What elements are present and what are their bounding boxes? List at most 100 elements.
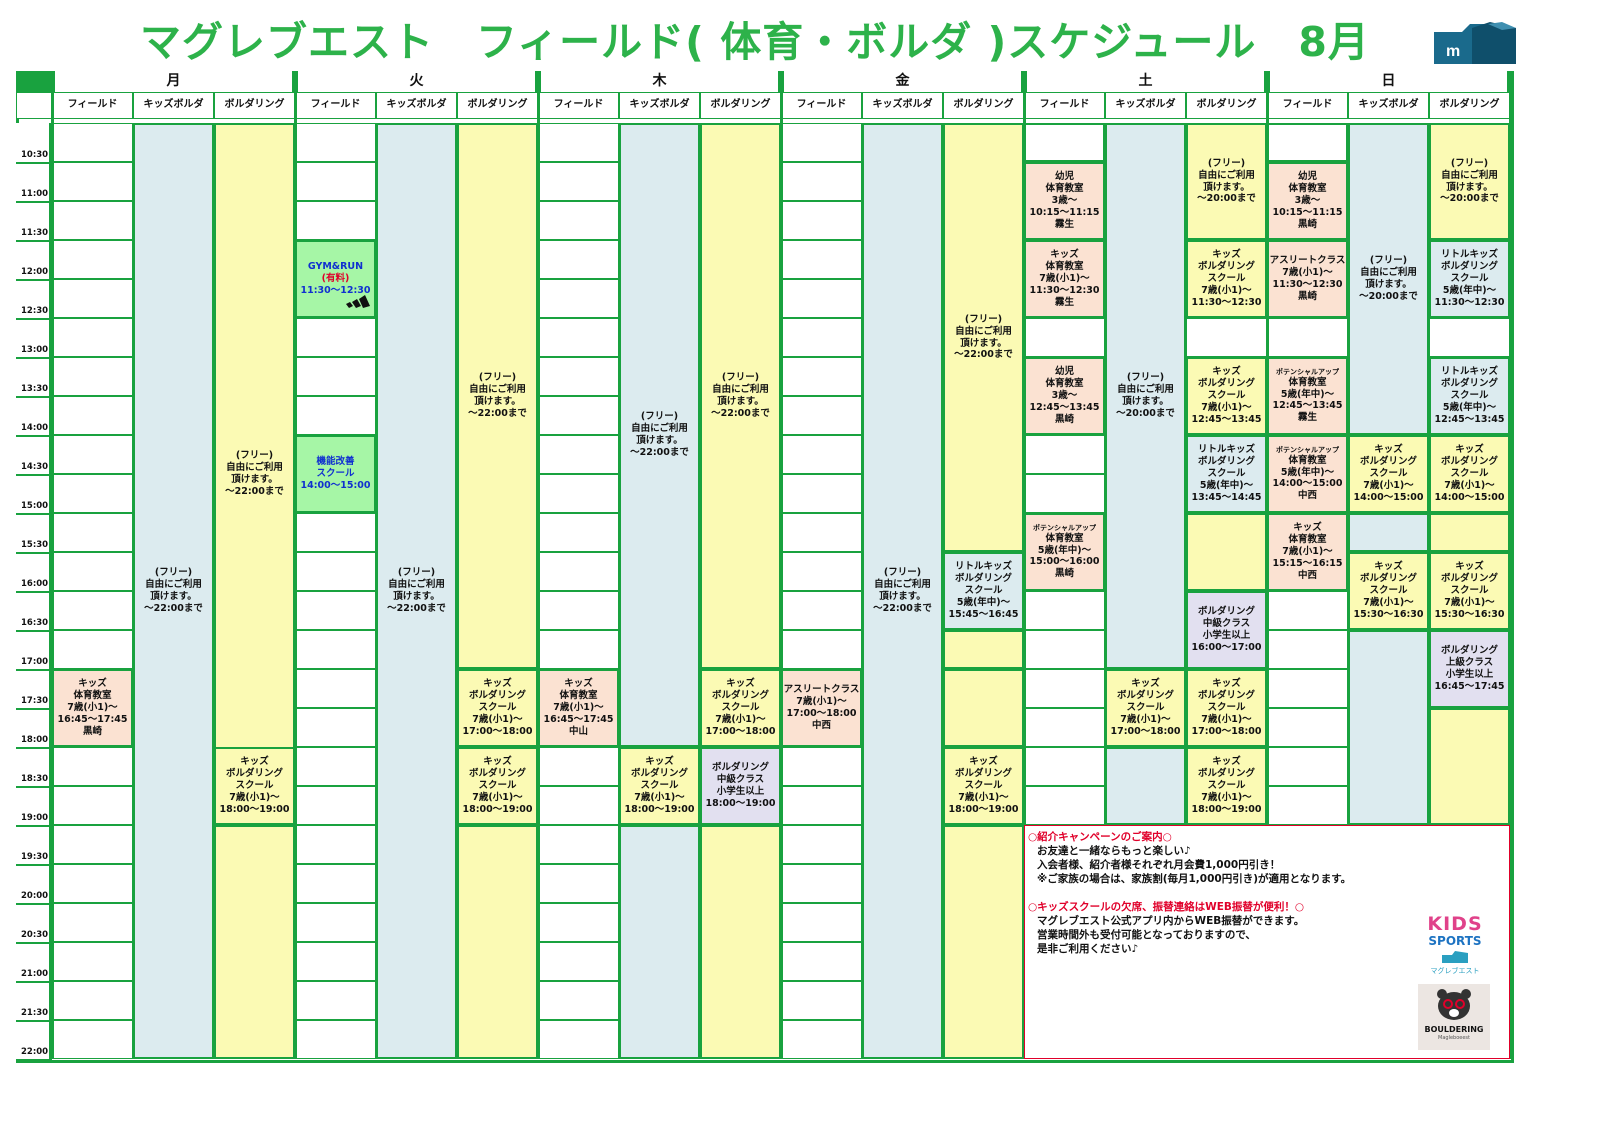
- event-line: 17:00～18:00: [705, 725, 776, 737]
- magleb-logo: m: [1434, 22, 1516, 64]
- event-line: 10:15～11:15: [1029, 206, 1100, 218]
- event-line: 5歳(年中)～: [1199, 479, 1254, 491]
- event-line: 黒崎: [1297, 218, 1317, 230]
- event-line: 15:45～16:45: [948, 608, 1019, 620]
- event-line: キッズ: [1374, 444, 1403, 456]
- empty-slot: [1267, 786, 1348, 825]
- empty-slot: [1267, 630, 1348, 669]
- day-header-3: 金: [781, 71, 1024, 92]
- empty-slot: [52, 1020, 133, 1059]
- time-label: 19:00: [21, 813, 49, 823]
- event-line: 16:45～17:45: [1434, 680, 1505, 692]
- empty-slot: [52, 981, 133, 1020]
- time-label: 16:30: [21, 618, 49, 628]
- event-line: ボルダリング: [711, 762, 769, 774]
- time-label: 13:00: [21, 345, 49, 355]
- time-line: [16, 1059, 52, 1061]
- empty-slot: [781, 201, 862, 240]
- empty-slot: [781, 903, 862, 942]
- kids-logo-mark: [1442, 951, 1468, 963]
- day-divider: [1023, 71, 1026, 1059]
- event-line: 5歳(年中)～: [1442, 284, 1497, 296]
- schedule-event: (フリー)自由にご利用頂けます。～22:00まで: [214, 123, 295, 825]
- event-line: 体育教室: [1288, 534, 1327, 546]
- event-line: ～22:00まで: [144, 602, 203, 614]
- day-divider: [294, 71, 297, 1059]
- empty-slot: [781, 786, 862, 825]
- notice-heading-campaign: ○紹介キャンペーンのご案内○: [1028, 831, 1172, 843]
- event-line: 3歳～: [1051, 390, 1078, 402]
- event-line: ボルダリング: [1197, 456, 1255, 468]
- empty-slot: [52, 279, 133, 318]
- time-label: 14:30: [21, 462, 49, 472]
- event-line: ～22:00まで: [387, 602, 446, 614]
- empty-slot: [781, 162, 862, 201]
- event-line: 霧生: [1054, 218, 1074, 230]
- kids-sports-logo: KIDS SPORTS マグレブエスト: [1417, 914, 1493, 980]
- empty-slot: [295, 162, 376, 201]
- empty-slot: [1267, 318, 1348, 357]
- column-header: キッズボルダ: [619, 92, 700, 119]
- empty-slot: [538, 903, 619, 942]
- empty-slot: [1024, 435, 1105, 474]
- event-line: ポテンシャルアップ: [1032, 523, 1096, 532]
- empty-slot: [1024, 747, 1105, 786]
- event-line: 15:00～16:00: [1029, 556, 1100, 568]
- column-header: キッズボルダ: [133, 92, 214, 119]
- notice-box: ○紹介キャンペーンのご案内○ お友達と一緒ならもっと楽しい♪ 入会者様、紹介者様…: [1024, 825, 1510, 1059]
- event-line: 7歳(小1)～: [1444, 479, 1495, 491]
- event-line: 5歳(年中)～: [1442, 401, 1497, 413]
- empty-slot: [781, 552, 862, 591]
- empty-slot: [781, 591, 862, 630]
- time-line: [16, 708, 52, 710]
- empty-slot: [52, 747, 133, 786]
- event-line: 11:30～12:30: [1272, 279, 1343, 290]
- event-line: (フリー): [1207, 157, 1246, 169]
- event-line: 7歳(小1)～: [472, 713, 523, 725]
- event-line: 13:45～14:45: [1191, 491, 1262, 503]
- event-line: スクール: [1369, 585, 1408, 597]
- time-label: 12:30: [21, 306, 49, 316]
- schedule-grid: 月火木金土日フィールドキッズボルダボルダリングフィールドキッズボルダボルダリング…: [16, 71, 1548, 1082]
- event-line: キッズ: [1212, 756, 1241, 768]
- event-line: ボルダリング: [1440, 261, 1498, 273]
- event-line: キッズ: [645, 756, 674, 768]
- day-header-2: 木: [538, 71, 781, 92]
- event-line: リトルキッズ: [1197, 444, 1255, 456]
- event-line: (フリー): [397, 567, 436, 579]
- event-line: 上級クラス: [1445, 657, 1494, 669]
- column-header: フィールド: [52, 92, 133, 119]
- time-label: 18:00: [21, 735, 49, 745]
- event-line: ボルダリング: [954, 573, 1012, 585]
- event-line: キッズ: [1212, 366, 1241, 378]
- event-line: リトルキッズ: [1440, 249, 1498, 261]
- empty-slot: [781, 1020, 862, 1059]
- column-header: キッズボルダ: [1105, 92, 1186, 119]
- empty-slot: [781, 318, 862, 357]
- empty-slot: [1024, 630, 1105, 669]
- event-line: スクール: [721, 702, 760, 714]
- time-label: 11:00: [21, 189, 49, 199]
- event-line: スクール: [1450, 468, 1489, 480]
- empty-slot: [295, 942, 376, 981]
- event-line: 16:45～17:45: [57, 713, 128, 725]
- time-line: [16, 786, 52, 788]
- event-line: ボルダリング: [225, 768, 283, 780]
- event-line: 小学生以上: [1445, 669, 1494, 680]
- event-line: スクール: [1207, 468, 1246, 480]
- time-line: [16, 357, 52, 359]
- column-header: ボルダリング: [1429, 92, 1510, 119]
- event-line: (フリー): [721, 372, 760, 384]
- event-line: ボルダリング: [1440, 573, 1498, 585]
- time-line: [16, 552, 52, 554]
